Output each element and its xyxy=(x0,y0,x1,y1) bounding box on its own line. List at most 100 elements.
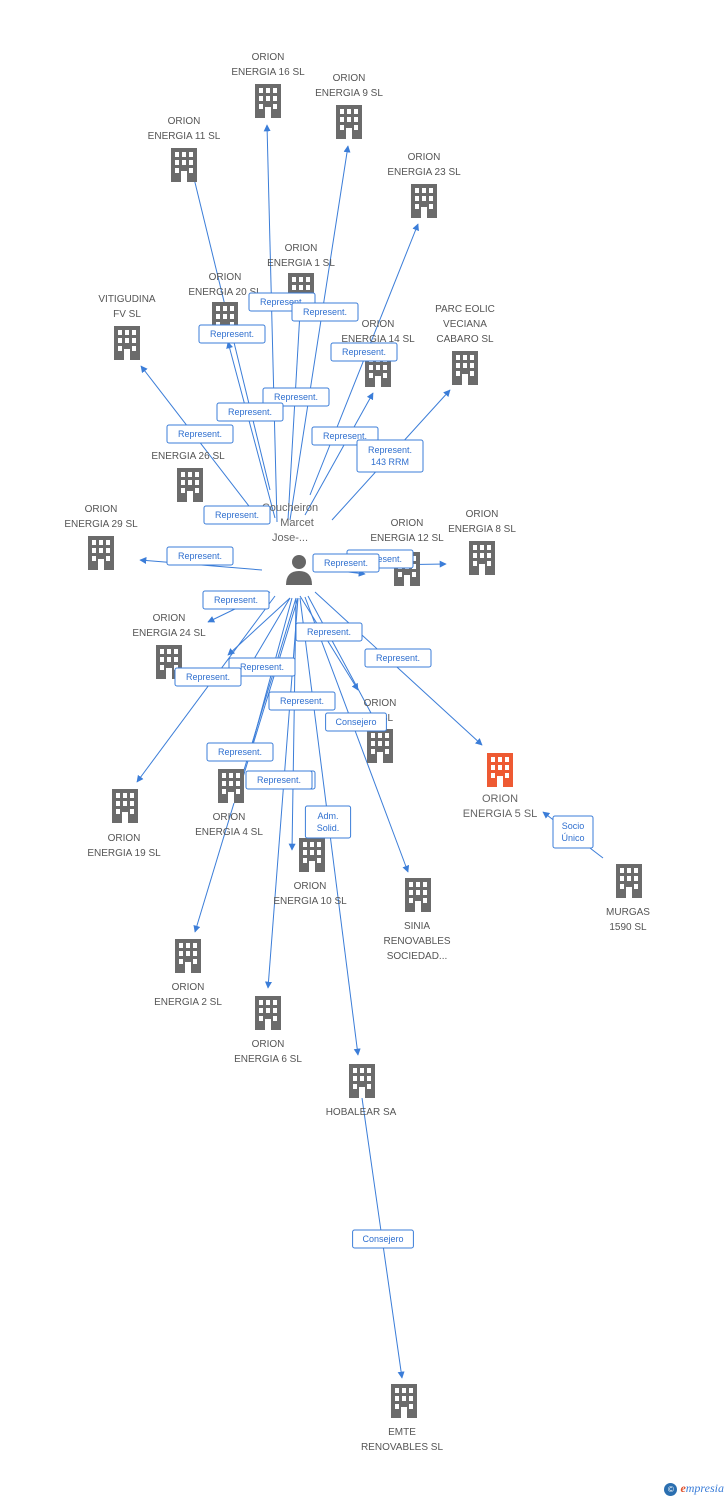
company-node-sinia[interactable]: SINIARENOVABLESSOCIEDAD... xyxy=(383,878,451,962)
edge-label-text: Adm. xyxy=(317,811,338,821)
edge-label-text: Represent. xyxy=(274,392,318,402)
edge-label-box xyxy=(291,302,359,322)
company-name-line: ORION xyxy=(85,504,118,515)
edge-label-text: Represent. xyxy=(280,696,324,706)
edge-label[interactable]: Adm.Solid. xyxy=(304,805,352,839)
building-icon xyxy=(616,864,642,898)
edge-label[interactable]: Represent.143 RRM xyxy=(356,439,424,473)
edge-label-text: Único xyxy=(561,833,584,843)
edge-label-text: Socio xyxy=(562,821,585,831)
company-name-line: ORION xyxy=(391,518,424,529)
edge-label[interactable]: Represent. xyxy=(262,387,330,407)
empresia-logo[interactable]: ©empresia xyxy=(664,1481,724,1496)
edge-label[interactable]: Represent. xyxy=(166,546,234,566)
building-icon xyxy=(112,789,138,823)
edge-label-box xyxy=(166,546,234,566)
edge-line-extra xyxy=(304,596,410,873)
edge-label[interactable]: Consejero xyxy=(325,712,387,732)
building-icon xyxy=(452,351,478,385)
edge-label-text: Represent. xyxy=(240,662,284,672)
company-name-line: ORION xyxy=(172,982,205,993)
edge-label[interactable]: Represent. xyxy=(228,657,296,677)
company-node-n24[interactable]: ORION ENERGIA 24 SL xyxy=(132,613,206,679)
edge-label-text: 143 RRM xyxy=(371,457,409,467)
edge-label[interactable]: Represent. xyxy=(216,402,284,422)
building-icon xyxy=(88,536,114,570)
company-name-line: EMTE xyxy=(388,1427,416,1438)
edge-line xyxy=(304,392,374,516)
person-name-line-1: Coucheiron xyxy=(262,502,318,514)
company-node-n1[interactable]: ORION ENERGIA 1 SL xyxy=(267,243,335,307)
company-name-line: ORION xyxy=(285,243,318,254)
edge-label-box xyxy=(228,657,296,677)
edge-label[interactable]: Represent. xyxy=(268,691,336,711)
edge-label-box xyxy=(268,691,336,711)
company-name-line: ENERGIA 1 SL xyxy=(267,258,335,269)
edge-label[interactable]: Consejero xyxy=(352,1229,414,1249)
building-icon xyxy=(177,468,203,502)
edge-label[interactable]: Represent. xyxy=(245,770,313,790)
edge-label[interactable]: Represent. xyxy=(203,505,271,525)
person-node[interactable]: Coucheiron Marcet Jose-... xyxy=(262,502,318,585)
edge-label[interactable]: Represent. xyxy=(291,302,359,322)
edge-label[interactable]: Represent. xyxy=(295,622,363,642)
company-node-n12[interactable]: ORION ENERGIA 12 SL xyxy=(370,518,444,586)
building-icon xyxy=(391,1384,417,1418)
company-name-line: ENERGIA 24 SL xyxy=(132,628,206,639)
company-node-emte[interactable]: EMTE RENOVABLES SL xyxy=(361,1384,444,1453)
company-node-hob[interactable]: HOBALEAR SA xyxy=(326,1064,397,1118)
company-node-n26[interactable]: ENERGIA 26 SL xyxy=(151,451,225,502)
edge-label-text: Consejero xyxy=(362,1234,403,1244)
company-name-line: ORION xyxy=(153,613,186,624)
edge-label-box xyxy=(245,770,313,790)
building-icon xyxy=(487,753,513,787)
edge-line xyxy=(234,597,299,801)
edge-label-box xyxy=(325,712,387,732)
edge-label-box xyxy=(198,324,266,344)
edge-label[interactable]: Represent. xyxy=(166,424,234,444)
edge-label[interactable]: Represent. xyxy=(330,342,398,362)
edge-line xyxy=(288,597,297,851)
edge-label[interactable]: Represent. xyxy=(198,324,266,344)
company-name-line: RENOVABLES SL xyxy=(361,1442,444,1453)
edge-label-text: Represent. xyxy=(257,775,301,785)
company-name-line: ORION xyxy=(294,881,327,892)
edge-label[interactable]: Represent. xyxy=(202,590,270,610)
edge-label-box xyxy=(174,667,242,687)
company-name-line: ENERGIA 14 SL xyxy=(341,334,415,345)
company-name-line: SOCIEDAD... xyxy=(387,951,448,962)
edge-line xyxy=(226,341,276,519)
edge-label[interactable]: Represent. xyxy=(174,667,242,687)
edge-label[interactable]: Represent. xyxy=(206,742,274,762)
edge-label[interactable]: Represent. xyxy=(364,648,432,668)
edge-label[interactable]: Represent. xyxy=(312,553,380,573)
person-name-line-2: Marcet xyxy=(280,517,314,529)
edge-line xyxy=(264,597,299,989)
edge-label-box xyxy=(352,1229,414,1249)
edge-label-text: Represent. xyxy=(218,747,262,757)
company-name-line: HOBALEAR SA xyxy=(326,1107,397,1118)
company-name-line: FV SL xyxy=(113,309,141,320)
company-name-line: ENERGIA 12 SL xyxy=(370,533,444,544)
company-name-line: ENERGIA 6 SL xyxy=(234,1054,302,1065)
copyright-icon: © xyxy=(664,1482,678,1496)
